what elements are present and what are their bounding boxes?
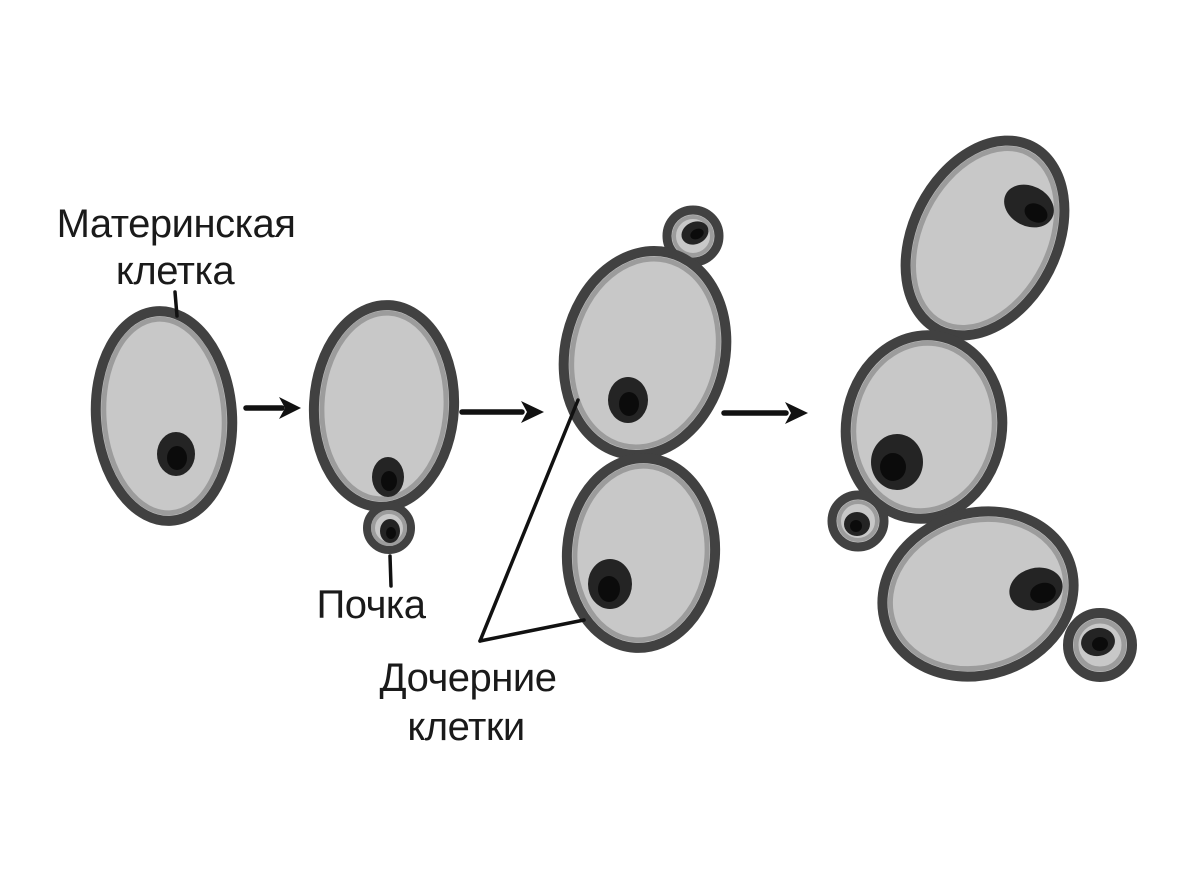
cell-membrane [558,246,732,460]
daughter-cells-label-line1: Дочерние [380,656,557,700]
bud-pointer-line [388,554,393,588]
stage-4-cell-colony [827,135,1137,682]
arrow-3 [721,402,808,424]
stage-1-mother-cell [90,306,238,526]
daughter-cells-pointer-line-upper [478,398,580,643]
stage-2-budding-cell [308,300,460,554]
cell-membrane [561,453,721,653]
stage-3-daughter-cells [558,205,732,653]
bud-label: Почка [316,583,426,627]
daughter-cells-label-line2: клетки [407,705,524,749]
cell-membrane [90,306,238,526]
arrow-1 [243,397,301,419]
mother-cell-label-line2: клетка [116,249,235,293]
cell-membrane [877,506,1079,682]
mother-cell-pointer-line [173,290,179,318]
arrow-2 [459,401,544,423]
daughter-cells-pointer-line-lower [478,618,586,643]
mother-cell-label-line1: Материнская [57,202,296,246]
